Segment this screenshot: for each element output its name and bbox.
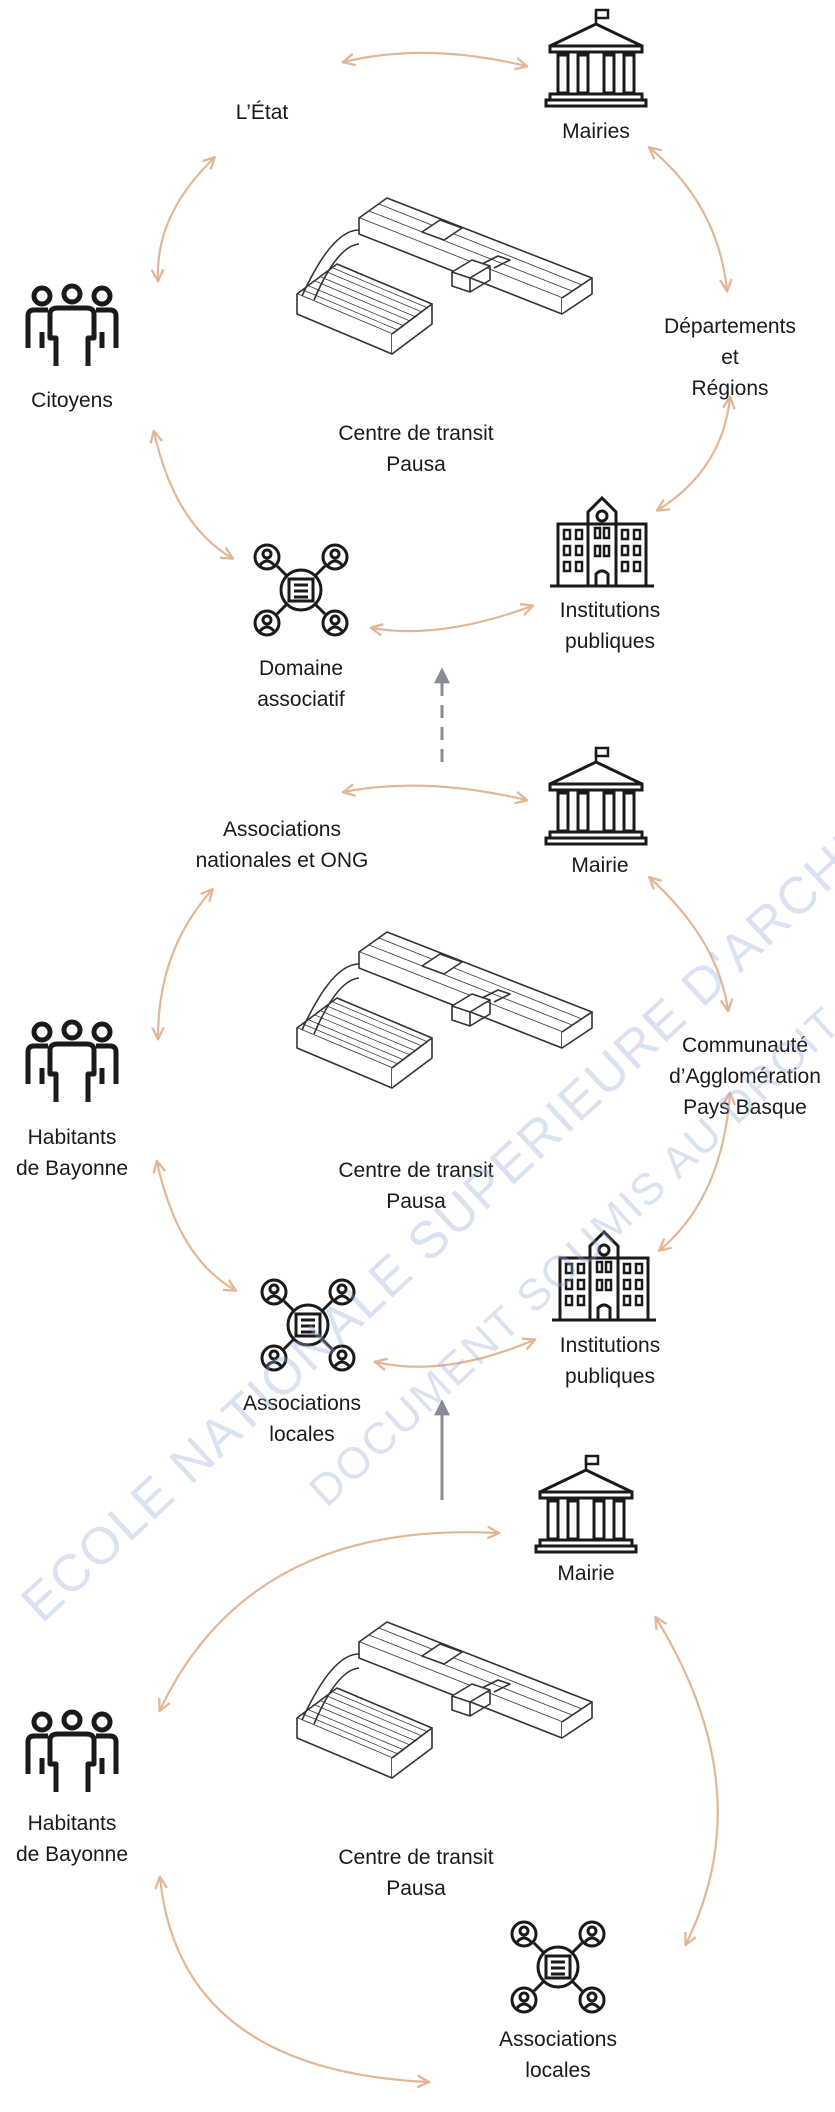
- node-label: Mairie: [571, 854, 629, 877]
- arrow-mairies-departements: [650, 148, 727, 290]
- building-label: Centre de transit Pausa: [338, 1846, 494, 1900]
- network-icon: [510, 1920, 606, 2014]
- arrow-etat-mairies: [344, 51, 526, 66]
- arrow-domaine-institutions: [372, 606, 532, 631]
- node-label: Associations nationales et ONG: [195, 818, 369, 872]
- arrow-communaute-institutions: [660, 1094, 730, 1250]
- arrow-mairie-habitants: [160, 1532, 498, 1710]
- arrow-habitants-associations: [157, 1162, 235, 1290]
- warehouse-illustration: [296, 931, 593, 1089]
- people-icon: [28, 286, 116, 366]
- node-label: Citoyens: [31, 389, 113, 412]
- node-label: Habitants de Bayonne: [15, 1812, 129, 1866]
- arrow-ong-habitants: [158, 890, 212, 1038]
- arrow-ong-mairie: [344, 786, 526, 800]
- node-label: L’État: [235, 101, 289, 124]
- node-label: Associations locales: [243, 1392, 361, 1446]
- town-hall-icon: [534, 1454, 638, 1554]
- arrow-citoyens-domaine: [154, 432, 232, 558]
- arrows-diagram-1: [154, 51, 730, 631]
- node-label: Mairies: [562, 120, 630, 143]
- node-label: Habitants de Bayonne: [15, 1126, 129, 1180]
- node-label: Institutions publiques: [559, 1334, 661, 1388]
- building-label: Centre de transit Pausa: [338, 422, 494, 476]
- institution-building-icon: [548, 496, 656, 588]
- node-label: Mairie: [557, 1562, 615, 1585]
- town-hall-icon: [544, 8, 648, 108]
- arrows-diagram-3: [160, 1532, 719, 2082]
- warehouse-illustration: [296, 197, 593, 355]
- diagram-3: [28, 1454, 719, 2082]
- arrow-etat-citoyens: [158, 158, 214, 280]
- node-label: Associations locales: [499, 2028, 617, 2082]
- diagram-1: [28, 8, 730, 637]
- network-icon: [253, 543, 349, 637]
- node-label: Domaine associatif: [257, 657, 345, 711]
- arrow-mairie-communaute: [650, 878, 728, 1010]
- network-icon: [260, 1278, 356, 1372]
- node-label: Départements et Régions: [664, 315, 796, 400]
- arrow-habitants-associations-3: [160, 1878, 428, 2082]
- node-label: Communauté d’Agglomération Pays Basque: [669, 1034, 821, 1119]
- people-icon: [28, 1712, 116, 1792]
- institution-building-icon: [550, 1230, 658, 1322]
- node-label: Institutions publiques: [559, 599, 661, 653]
- arrow-mairie-associations: [656, 1618, 719, 1944]
- diagram-2: [28, 746, 730, 1372]
- building-label: Centre de transit Pausa: [338, 1159, 494, 1213]
- arrow-departements-institutions: [658, 398, 730, 510]
- people-icon: [28, 1022, 116, 1102]
- arrow-associations-institutions: [376, 1340, 534, 1367]
- arrows-diagram-2: [157, 786, 730, 1367]
- town-hall-icon: [544, 746, 648, 846]
- warehouse-illustration: [296, 1621, 593, 1779]
